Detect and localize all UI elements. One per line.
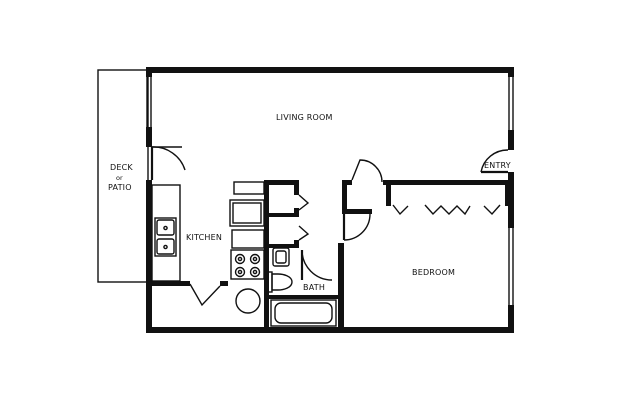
kitchen-label: KITCHEN	[186, 233, 222, 242]
refrigerator-icon	[229, 199, 265, 227]
dishwasher	[231, 229, 265, 249]
vanity-sink-icon	[272, 247, 290, 267]
interior-walls	[146, 180, 511, 333]
west-wall-top	[146, 67, 152, 77]
west-wall-mid	[146, 127, 152, 147]
deck-patio	[97, 69, 149, 283]
kitchen-door	[189, 283, 221, 307]
bath-fixtures	[267, 247, 337, 327]
entry-door	[480, 149, 509, 174]
bathtub-icon	[270, 299, 337, 327]
bedroom-label: BEDROOM	[412, 268, 455, 277]
deck-label-line2: or	[116, 174, 123, 182]
east-wall-mid	[508, 130, 514, 150]
labels: LIVING ROOM KITCHEN BEDROOM BATH ENTRY D…	[108, 113, 511, 292]
cabinet-upper	[233, 181, 265, 195]
bedroom-door	[342, 213, 371, 241]
deck-label-line1: DECK	[110, 163, 133, 172]
exterior-walls	[146, 67, 514, 333]
east-wall-top	[508, 67, 514, 77]
deck-door	[150, 146, 186, 180]
toilet-icon	[267, 271, 293, 293]
living-room-label: LIVING ROOM	[276, 113, 333, 122]
stove-icon	[230, 249, 265, 280]
east-wall-bottom	[508, 305, 514, 333]
sink-icon	[154, 217, 177, 257]
deck-label-line3: PATIO	[108, 183, 132, 192]
living-closet-door	[351, 159, 383, 183]
bifold-closet-doors	[392, 204, 501, 216]
west-wall-lower	[146, 180, 152, 333]
north-wall	[146, 67, 513, 73]
kitchen-counter	[151, 184, 181, 282]
kitchen	[151, 181, 265, 314]
south-wall	[146, 327, 513, 333]
water-heater-icon	[235, 288, 261, 314]
windows	[146, 77, 514, 305]
linen-doors	[298, 194, 310, 241]
bath-door	[300, 249, 333, 281]
bath-label: BATH	[303, 283, 325, 292]
deck-outline	[97, 69, 149, 283]
entry-label: ENTRY	[484, 161, 511, 170]
